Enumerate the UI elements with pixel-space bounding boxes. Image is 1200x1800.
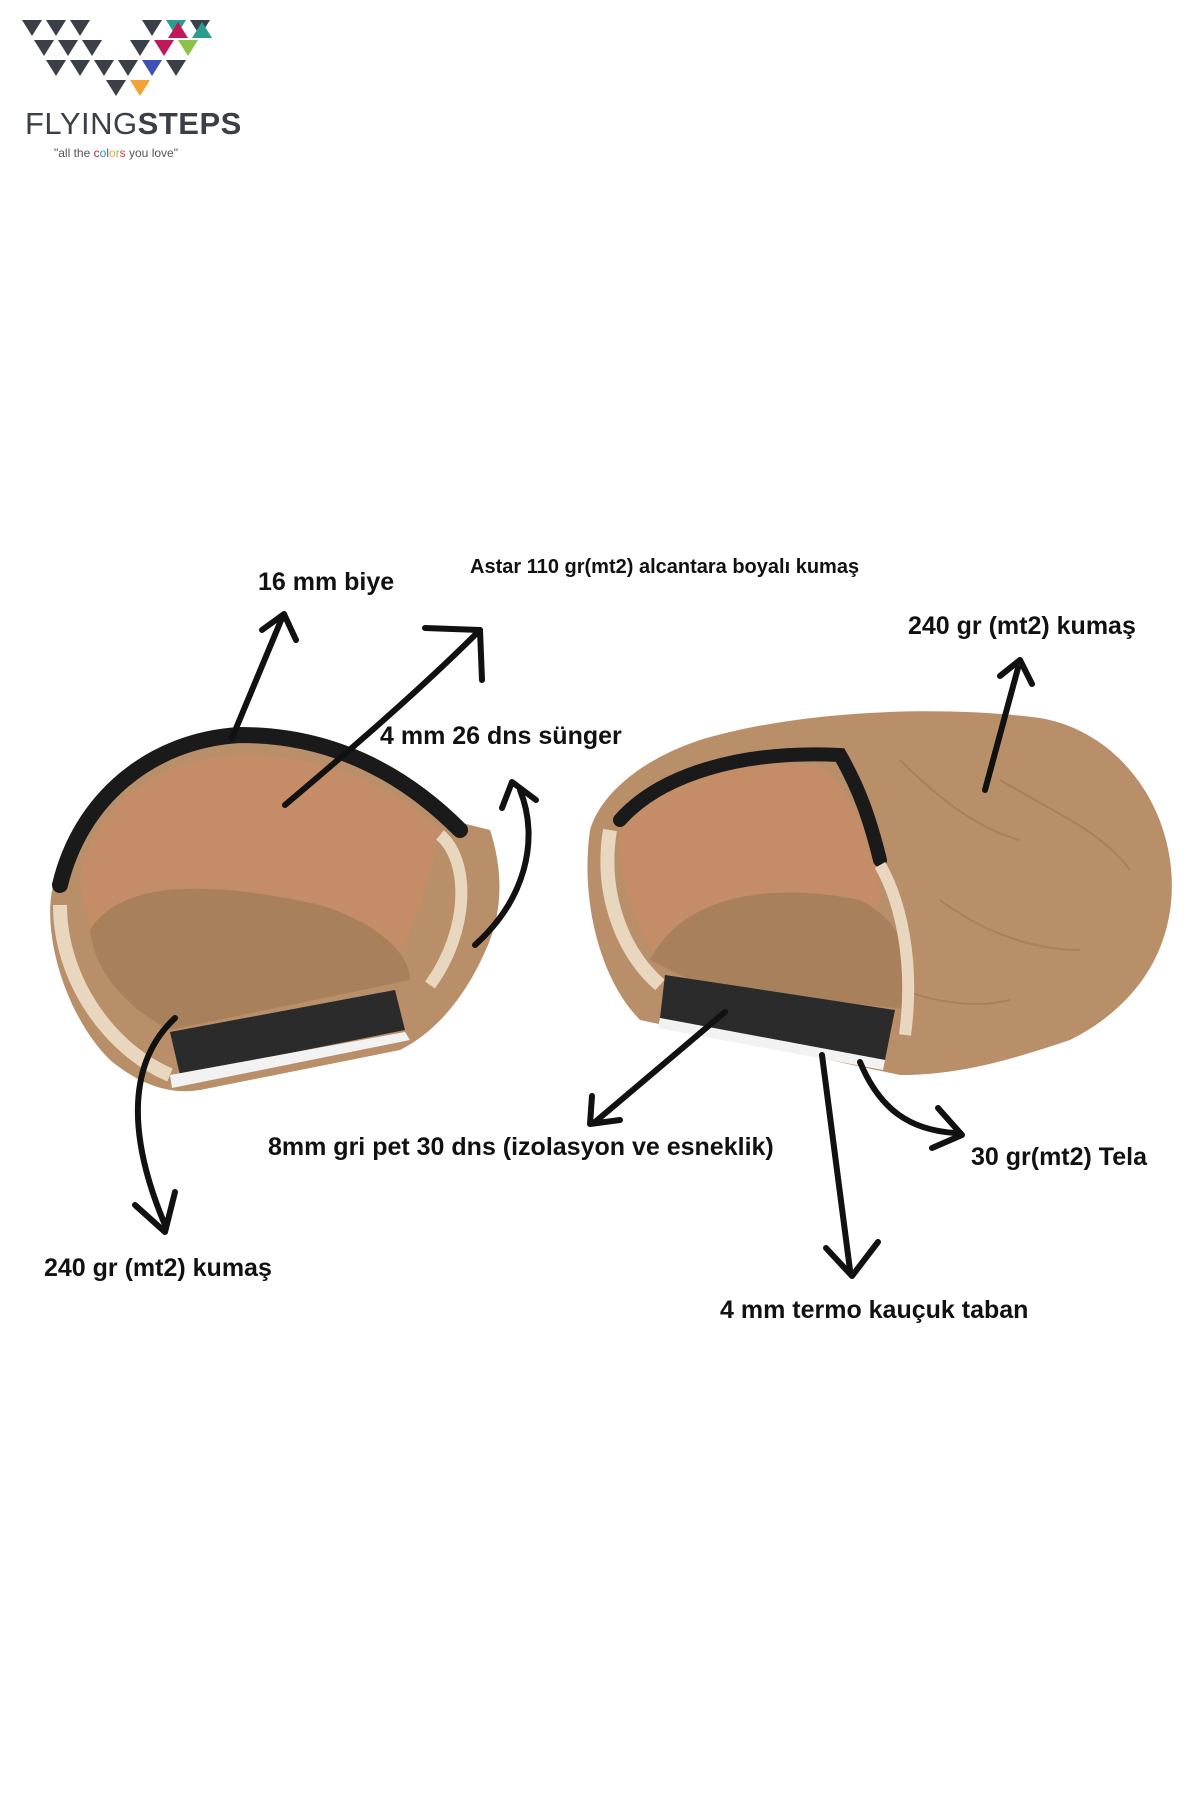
right-insole [650, 892, 913, 1010]
tagline-letter: s [119, 146, 126, 160]
right-sole-layer [658, 1018, 885, 1070]
label-biye: 16 mm biye [258, 568, 395, 596]
arrow-kumas-left [134, 1015, 178, 1228]
tagline-letter: c [93, 146, 100, 160]
arrow-taban-head [823, 1239, 881, 1279]
arrow-astar-head [422, 625, 485, 683]
brand-name: FLYINGSTEPS [25, 106, 242, 142]
brand-name-light: FLYING [25, 106, 138, 141]
right-edge-inner [874, 862, 915, 1036]
label-sunger: 4 mm 26 dns sünger [380, 722, 622, 750]
left-edge-right [425, 830, 468, 989]
label-pet: 8mm gri pet 30 dns (izolasyon ve esnekli… [268, 1133, 774, 1161]
label-taban: 4 mm termo kauçuk taban [720, 1296, 1029, 1324]
brand-tagline: "all the colors you love" [54, 146, 178, 160]
right-binding [613, 747, 887, 867]
arrow-biye-head [259, 611, 299, 643]
tagline-close: you love" [125, 146, 178, 160]
left-insole [90, 888, 410, 1030]
left-foam-layer [170, 990, 405, 1075]
arrow-astar [282, 627, 483, 808]
arrow-pet [592, 1009, 728, 1125]
tagline-letter: l [106, 146, 109, 160]
right-foam-layer [660, 975, 895, 1060]
logo-triangles-icon [22, 20, 212, 96]
brand-name-bold: STEPS [137, 106, 242, 141]
arrow-biye [229, 615, 285, 741]
right-slipper [587, 711, 1172, 1075]
label-kumas-right: 240 gr (mt2) kumaş [908, 612, 1136, 640]
left-binding [52, 726, 468, 893]
label-astar: Astar 110 gr(mt2) alcantara boyalı kumaş [470, 556, 860, 578]
arrow-pet-head [587, 1093, 623, 1127]
arrow-taban [819, 1052, 853, 1273]
tagline-letter: o [108, 146, 116, 160]
arrow-kumas-left-head [132, 1189, 178, 1235]
arrow-kumas-right [982, 665, 1021, 793]
tagline-letter: r [115, 146, 120, 160]
arrow-kumas-right-head [997, 657, 1035, 687]
arrow-sunger [472, 787, 532, 948]
annotation-arrows [132, 611, 1035, 1279]
arrow-sunger-head [499, 779, 539, 811]
right-edge [600, 828, 665, 991]
brand-logo: FLYINGSTEPS "all the colors you love" [18, 14, 241, 164]
label-kumas-left: 240 gr (mt2) kumaş [44, 1254, 272, 1282]
arrow-tela [857, 1059, 958, 1136]
left-slipper [50, 726, 500, 1092]
left-sole-layer [170, 1032, 410, 1088]
arrow-tela-head [929, 1105, 965, 1151]
tagline-open: "all the [54, 146, 94, 160]
label-tela: 30 gr(mt2) Tela [971, 1143, 1147, 1171]
tagline-letter: o [99, 146, 107, 160]
